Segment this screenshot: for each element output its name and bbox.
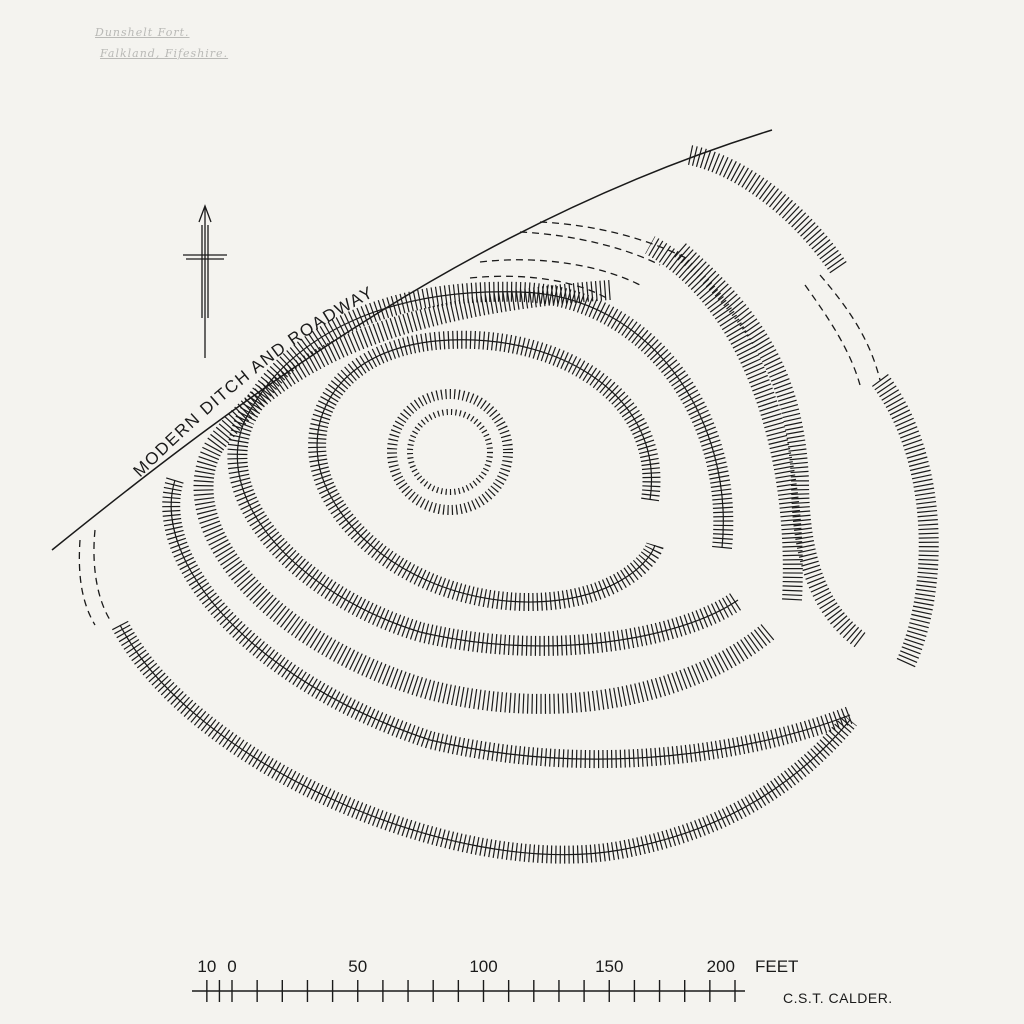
north-arrow-icon bbox=[183, 204, 227, 358]
pencil-note-line1: Dunshelt Fort. bbox=[95, 26, 190, 39]
scale-unit: FEET bbox=[755, 957, 798, 976]
inner-ring bbox=[387, 389, 513, 515]
rampart-top bbox=[687, 145, 849, 276]
rampart-3 bbox=[193, 236, 803, 714]
author-credit: C.S.T. CALDER. bbox=[783, 990, 893, 1006]
scale-label: 0 bbox=[227, 957, 236, 976]
scale-label: 200 bbox=[707, 957, 735, 976]
rampart-right-inner bbox=[674, 243, 866, 648]
dashed-rampart-lines bbox=[78, 221, 881, 626]
rampart-5 bbox=[112, 620, 857, 864]
ramparts bbox=[112, 145, 939, 864]
scale-label: 10 bbox=[197, 957, 216, 976]
scale-label: 150 bbox=[595, 957, 623, 976]
scale-label: 50 bbox=[348, 957, 367, 976]
rampart-outer-right bbox=[871, 374, 939, 670]
rampart-1 bbox=[308, 330, 664, 612]
rampart-4 bbox=[162, 477, 854, 769]
scale-bar bbox=[192, 980, 745, 1002]
pencil-note-line2: Falkland, Fifeshire. bbox=[100, 47, 229, 60]
scale-label: 100 bbox=[469, 957, 497, 976]
road-edge-line bbox=[51, 129, 773, 551]
